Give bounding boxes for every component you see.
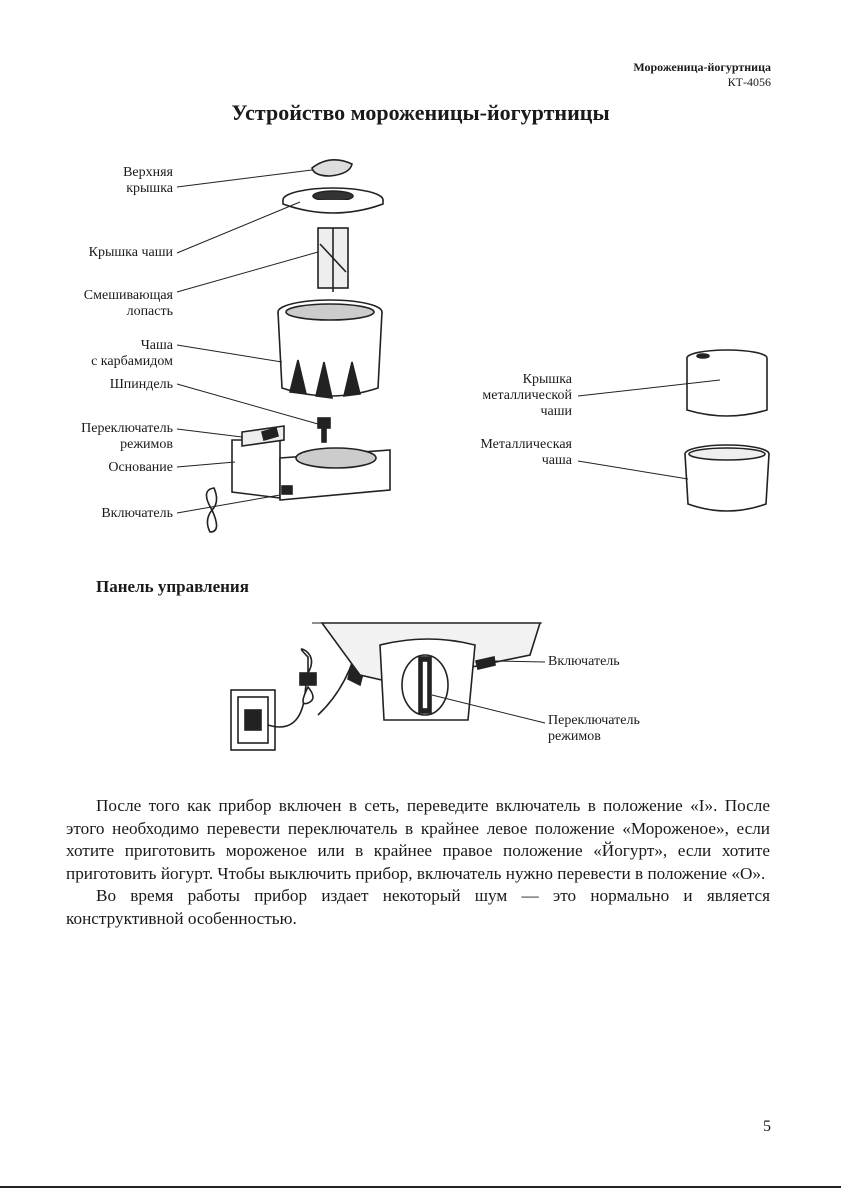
plug-shape xyxy=(205,487,218,533)
spindle-shape xyxy=(317,417,331,429)
base-housing xyxy=(231,439,281,499)
header-product-title: Мороженица-йогуртница xyxy=(633,60,771,74)
label-spindle: Шпиндель xyxy=(109,377,173,392)
label-top-lid: Верхняя крышка xyxy=(123,165,173,196)
label-bowl: Чаша с карбамидом xyxy=(91,338,173,369)
exploded-diagram xyxy=(176,159,770,533)
panel-plug xyxy=(300,648,314,705)
page-number: 5 xyxy=(763,1118,771,1135)
label-paddle: Смешивающая лопасть xyxy=(83,288,173,319)
header-model: КТ-4056 xyxy=(727,75,771,89)
panel-label-mode-switch: Переключатель режимов xyxy=(548,713,640,744)
label-metal-bowl-lid: Крышка металлической чаши xyxy=(482,372,572,419)
paragraph: После того как прибор включен в сеть, пе… xyxy=(66,796,770,883)
bottom-rule xyxy=(0,1186,841,1188)
label-power-switch: Включатель xyxy=(101,506,173,521)
panel-heading: Панель управления xyxy=(96,577,249,596)
control-panel-diagram xyxy=(230,622,546,751)
top-lid-shape xyxy=(311,159,353,177)
paragraph: Во время работы прибор издает некоторый … xyxy=(66,886,770,928)
body-text: После того как прибор включен в сеть, пе… xyxy=(66,795,770,930)
panel-label-power-switch: Включатель xyxy=(548,654,620,669)
label-base: Основание xyxy=(108,460,173,475)
page-title: Устройство мороженицы-йогуртницы xyxy=(231,100,610,125)
label-mode-switch: Переключатель режимов xyxy=(81,421,173,452)
label-metal-bowl: Металлическая чаша xyxy=(480,437,572,468)
label-bowl-lid: Крышка чаши xyxy=(88,245,173,260)
